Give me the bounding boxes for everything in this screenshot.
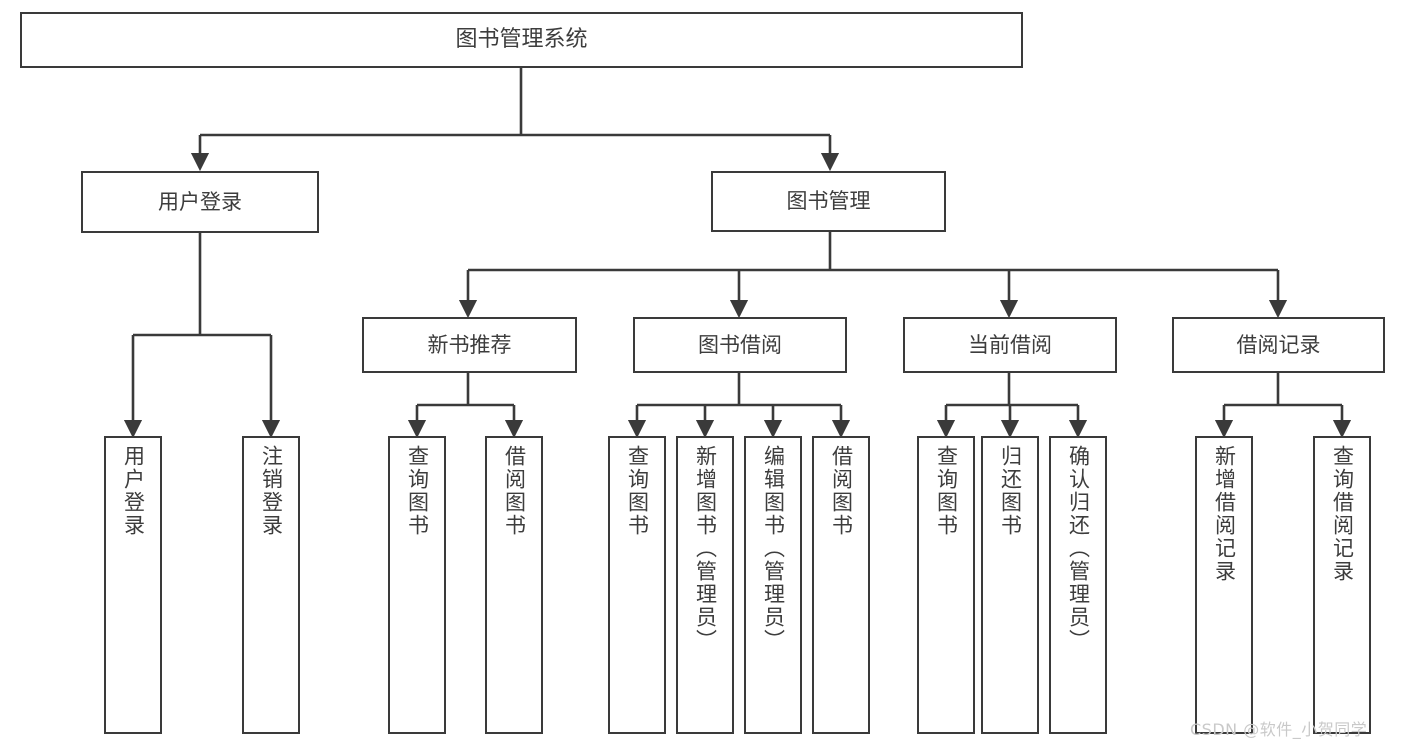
node-borrow-record[interactable]: 借阅记录 — [1172, 317, 1385, 373]
node-root-system[interactable]: 图书管理系统 — [20, 12, 1023, 68]
node-new-book-recommend[interactable]: 新书推荐 — [362, 317, 577, 373]
node-current-borrow[interactable]: 当前借阅 — [903, 317, 1117, 373]
leaf-borrow-edit-book-admin[interactable]: 编辑图书（管理员） — [744, 436, 802, 734]
node-label: 新增借阅记录 — [1212, 445, 1237, 583]
node-label: 查询图书 — [934, 445, 959, 537]
leaf-current-search-book[interactable]: 查询图书 — [917, 436, 975, 734]
watermark: CSDN @软件_小贺同学 — [1190, 720, 1368, 739]
node-label: 用户登录 — [158, 189, 242, 214]
leaf-borrow-add-book-admin[interactable]: 新增图书（管理员） — [676, 436, 734, 734]
node-label: 新增图书（管理员） — [693, 445, 718, 652]
node-label: 用户登录 — [121, 445, 146, 537]
node-label: 查询借阅记录 — [1330, 445, 1355, 583]
leaf-record-search-record[interactable]: 查询借阅记录 — [1313, 436, 1371, 734]
leaf-current-confirm-return-admin[interactable]: 确认归还（管理员） — [1049, 436, 1107, 734]
node-label: 查询图书 — [625, 445, 650, 537]
leaf-recommend-borrow-book[interactable]: 借阅图书 — [485, 436, 543, 734]
node-label: 借阅图书 — [502, 445, 527, 537]
node-label: 确认归还（管理员） — [1066, 445, 1091, 652]
node-label: 新书推荐 — [427, 332, 512, 357]
node-label: 图书管理 — [786, 189, 871, 214]
leaf-user-login[interactable]: 用户登录 — [104, 436, 162, 734]
node-label: 注销登录 — [259, 445, 284, 537]
node-label: 编辑图书（管理员） — [761, 445, 786, 652]
leaf-current-return-book[interactable]: 归还图书 — [981, 436, 1039, 734]
node-label: 查询图书 — [405, 445, 430, 537]
leaf-recommend-search-book[interactable]: 查询图书 — [388, 436, 446, 734]
node-book-management[interactable]: 图书管理 — [711, 171, 946, 232]
node-book-borrow[interactable]: 图书借阅 — [633, 317, 847, 373]
node-label: 图书借阅 — [698, 332, 782, 357]
node-label: 图书管理系统 — [455, 27, 588, 53]
node-label: 当前借阅 — [968, 332, 1052, 357]
leaf-borrow-search-book[interactable]: 查询图书 — [608, 436, 666, 734]
node-label: 借阅图书 — [829, 445, 854, 537]
leaf-user-logout[interactable]: 注销登录 — [242, 436, 300, 734]
node-label: 借阅记录 — [1236, 332, 1321, 357]
leaf-borrow-borrow-book[interactable]: 借阅图书 — [812, 436, 870, 734]
leaf-record-add-record[interactable]: 新增借阅记录 — [1195, 436, 1253, 734]
node-label: 归还图书 — [998, 445, 1023, 537]
node-user-login[interactable]: 用户登录 — [81, 171, 319, 233]
